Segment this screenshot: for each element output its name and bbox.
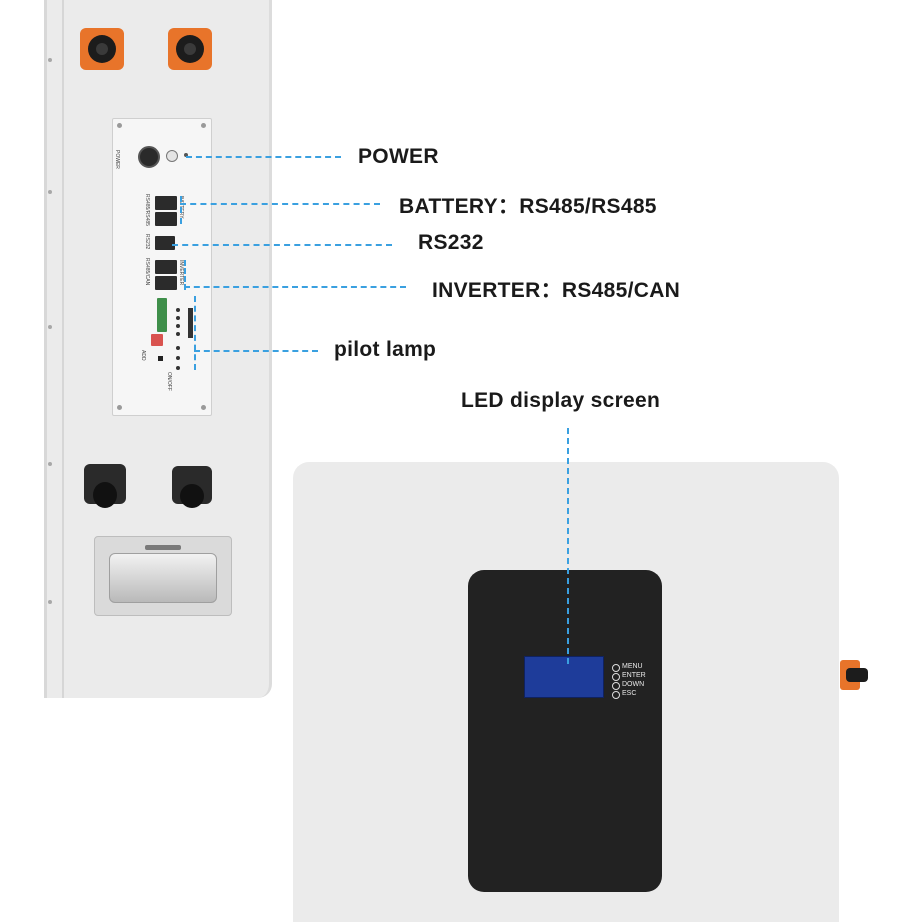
- orange-terminal-left: [80, 28, 124, 70]
- side-orange-connector: [840, 660, 868, 690]
- rs232-port[interactable]: [155, 236, 175, 250]
- dip-switch[interactable]: [151, 334, 163, 346]
- callout-led-screen: LED display screen: [461, 389, 661, 412]
- silk-on-off: ON/OFF: [166, 372, 172, 391]
- enter-button[interactable]: [612, 673, 620, 681]
- battery-leader-tick: [180, 196, 182, 224]
- callout-rs232: RS232: [418, 231, 484, 254]
- orange-terminal-right: [168, 28, 212, 70]
- down-button[interactable]: [612, 682, 620, 690]
- battery-leader: [180, 203, 380, 205]
- esc-button[interactable]: [612, 691, 620, 699]
- callout-battery: BATTERY：RS485/RS485: [399, 195, 657, 218]
- power-switch[interactable]: [138, 146, 160, 168]
- inverter-leader: [184, 286, 406, 288]
- silk-power: POWER: [114, 150, 120, 169]
- rs232-leader: [172, 244, 392, 246]
- battery-port-top[interactable]: [155, 196, 177, 210]
- inverter-port-bottom[interactable]: [155, 276, 177, 290]
- inverter-port-top[interactable]: [155, 260, 177, 274]
- silk-rs232: RS232: [144, 234, 150, 250]
- power-indicator: [166, 150, 178, 162]
- black-terminal-right: [172, 466, 212, 508]
- menu-label: MENU: [622, 663, 643, 670]
- callout-power: POWER: [358, 145, 439, 168]
- esc-label: ESC: [622, 690, 637, 697]
- pilot-leader: [194, 350, 318, 352]
- menu-button[interactable]: [612, 664, 620, 672]
- carry-handle[interactable]: [94, 536, 232, 616]
- down-label: DOWN: [622, 681, 645, 688]
- inverter-leader-tick: [184, 260, 186, 290]
- side-seam: [62, 0, 64, 698]
- silk-battery-port: RS485/RS485: [144, 194, 150, 226]
- pilot-leader-tick: [194, 296, 196, 370]
- power-led-dot: [184, 153, 188, 157]
- led-display-screen: [524, 656, 604, 698]
- callout-pilot-lamp: pilot lamp: [334, 338, 437, 361]
- enter-label: ENTER: [622, 672, 646, 679]
- reset-button[interactable]: [158, 356, 163, 361]
- power-leader: [186, 156, 341, 158]
- silk-inverter-port: RS485/CAN: [144, 258, 150, 286]
- front-panel: [468, 570, 662, 892]
- black-terminal-left: [84, 464, 126, 508]
- battery-port-bottom[interactable]: [155, 212, 177, 226]
- callout-inverter: INVERTER：RS485/CAN: [432, 279, 681, 302]
- green-terminal-block: [157, 298, 167, 332]
- silk-dip: ADD: [140, 350, 146, 361]
- led-screen-leader: [567, 428, 569, 664]
